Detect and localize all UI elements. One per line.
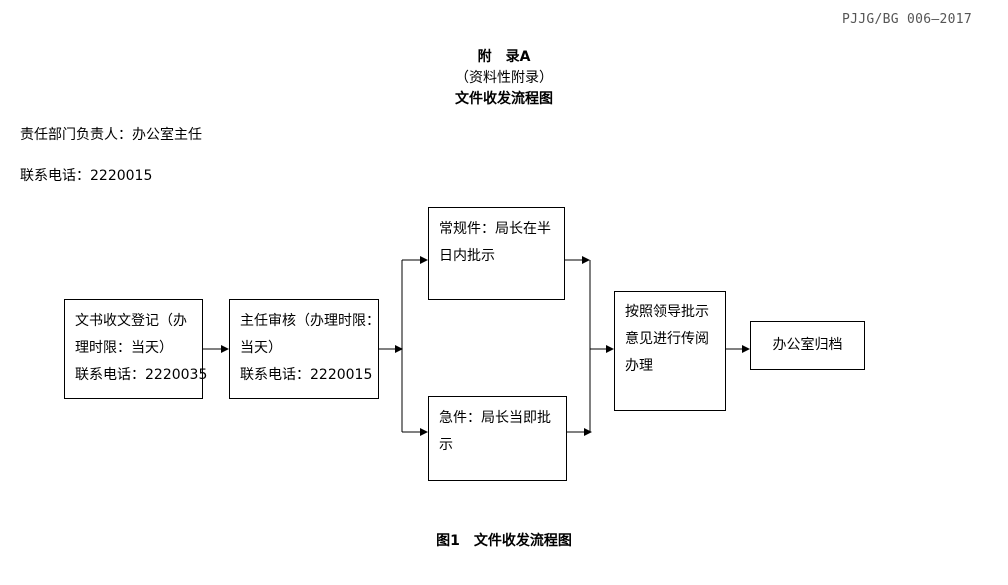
box-register-line-3: 联系电话：2220035 [75,367,208,383]
box-process-line-3: 办理 [625,358,653,374]
box-review-line-3: 联系电话：2220015 [240,367,373,383]
box-register-line-2: 理时限：当天） [75,340,173,356]
box-review-line-2: 当天） [240,340,282,356]
box-review: 主任审核（办理时限： 当天） 联系电话：2220015 [229,299,380,399]
box-process: 按照领导批示 意见进行传阅 办理 [614,291,726,411]
appendix-type: （资料性附录） [455,70,553,86]
box-archive: 办公室归档 [750,321,865,370]
box-archive-line-1: 办公室归档 [772,337,843,353]
box-urgent-line-1: 急件：局长当即批 [439,410,551,426]
box-urgent-line-2: 示 [439,437,453,453]
box-register: 文书收文登记（办 理时限：当天） 联系电话：2220035 [64,299,208,399]
box-regular-line-2: 日内批示 [439,248,495,264]
flow-title: 文件收发流程图 [455,91,553,107]
box-regular: 常规件：局长在半 日内批示 [428,207,565,300]
box-review-line-1: 主任审核（办理时限： [240,313,380,329]
box-register-line-1: 文书收文登记（办 [75,313,187,329]
contact-phone: 联系电话：2220015 [20,168,153,184]
figure-caption: 图1 文件收发流程图 [436,533,572,549]
box-regular-line-1: 常规件：局长在半 [439,221,551,237]
appendix-title: 附 录A [477,49,531,65]
box-process-line-2: 意见进行传阅 [625,331,709,347]
responsible-person: 责任部门负责人：办公室主任 [20,127,202,143]
document-number: PJJG/BG 006—2017 [841,12,972,27]
box-process-line-1: 按照领导批示 [625,304,709,320]
box-urgent: 急件：局长当即批 示 [428,396,567,481]
